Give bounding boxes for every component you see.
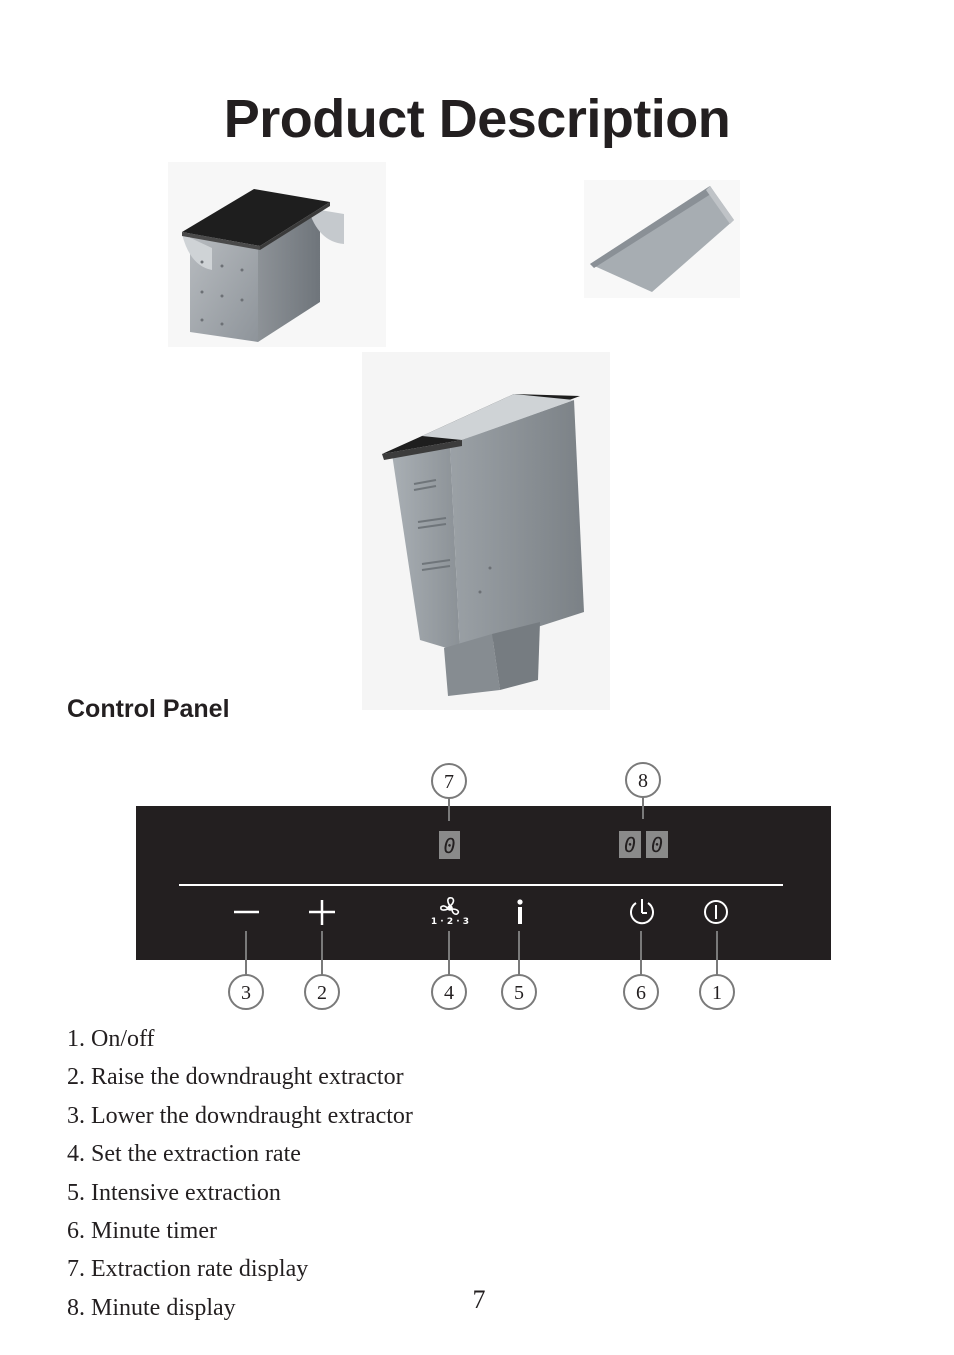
page-number: 7 bbox=[472, 1285, 486, 1314]
legend-item: 8. Minute display bbox=[67, 1294, 236, 1321]
power-button[interactable] bbox=[697, 895, 737, 929]
svg-text:6: 6 bbox=[636, 982, 646, 1004]
plus-icon bbox=[309, 900, 335, 925]
svg-text:1: 1 bbox=[712, 982, 722, 1004]
callout-1: 1 bbox=[699, 974, 735, 1010]
fan-speed-button[interactable]: 1 · 2 · 3 bbox=[428, 895, 470, 929]
info-icon bbox=[517, 899, 523, 924]
callout-3: 3 bbox=[228, 974, 264, 1010]
timer-button[interactable] bbox=[622, 895, 662, 929]
callout-8: 8 bbox=[625, 762, 661, 798]
legend-item: 4. Set the extraction rate bbox=[67, 1141, 301, 1168]
legend-item: 7. Extraction rate display bbox=[67, 1256, 309, 1283]
angle-bracket-icon bbox=[584, 180, 740, 298]
control-panel-diagram: 7 8 0 0 0 1 · 2 · 3 bbox=[136, 762, 831, 1010]
legend-item: 3. Lower the downdraught extractor bbox=[67, 1102, 413, 1129]
section-heading: Control Panel bbox=[67, 695, 230, 723]
plus-button[interactable] bbox=[302, 895, 342, 929]
extractor-housing-icon bbox=[362, 352, 610, 710]
svg-text:3: 3 bbox=[241, 982, 251, 1004]
svg-text:4: 4 bbox=[444, 982, 454, 1004]
svg-text:0: 0 bbox=[651, 833, 663, 857]
mounting-box-icon bbox=[168, 162, 386, 347]
minus-button[interactable] bbox=[226, 895, 266, 929]
legend-item: 5. Intensive extraction bbox=[67, 1179, 281, 1206]
svg-text:0: 0 bbox=[624, 833, 636, 857]
extraction-rate-display-icon: 0 bbox=[439, 831, 460, 859]
fan-speed-label: 1 · 2 · 3 bbox=[431, 917, 469, 927]
minute-display-icon: 0 0 bbox=[619, 831, 668, 858]
svg-text:0: 0 bbox=[443, 834, 455, 858]
legend-item: 2. Raise the downdraught extractor bbox=[67, 1064, 404, 1091]
page-title: Product Description bbox=[223, 89, 731, 150]
control-panel bbox=[136, 806, 831, 960]
legend-item: 1. On/off bbox=[67, 1026, 155, 1052]
svg-text:7: 7 bbox=[444, 771, 454, 793]
intensive-button[interactable] bbox=[504, 895, 536, 929]
callout-6: 6 bbox=[623, 974, 659, 1010]
svg-text:8: 8 bbox=[638, 770, 648, 792]
fan-speed-icon bbox=[440, 897, 460, 915]
callout-2: 2 bbox=[304, 974, 340, 1010]
callout-7: 7 bbox=[431, 763, 467, 799]
callout-4: 4 bbox=[431, 974, 467, 1010]
callout-5: 5 bbox=[501, 974, 537, 1010]
power-icon bbox=[704, 900, 728, 924]
svg-text:2: 2 bbox=[317, 982, 327, 1004]
svg-text:5: 5 bbox=[514, 982, 524, 1004]
legend-item: 6. Minute timer bbox=[67, 1217, 217, 1244]
legend-list: 1. On/off 2. Raise the downdraught extra… bbox=[67, 1020, 413, 1327]
timer-icon bbox=[630, 899, 654, 925]
